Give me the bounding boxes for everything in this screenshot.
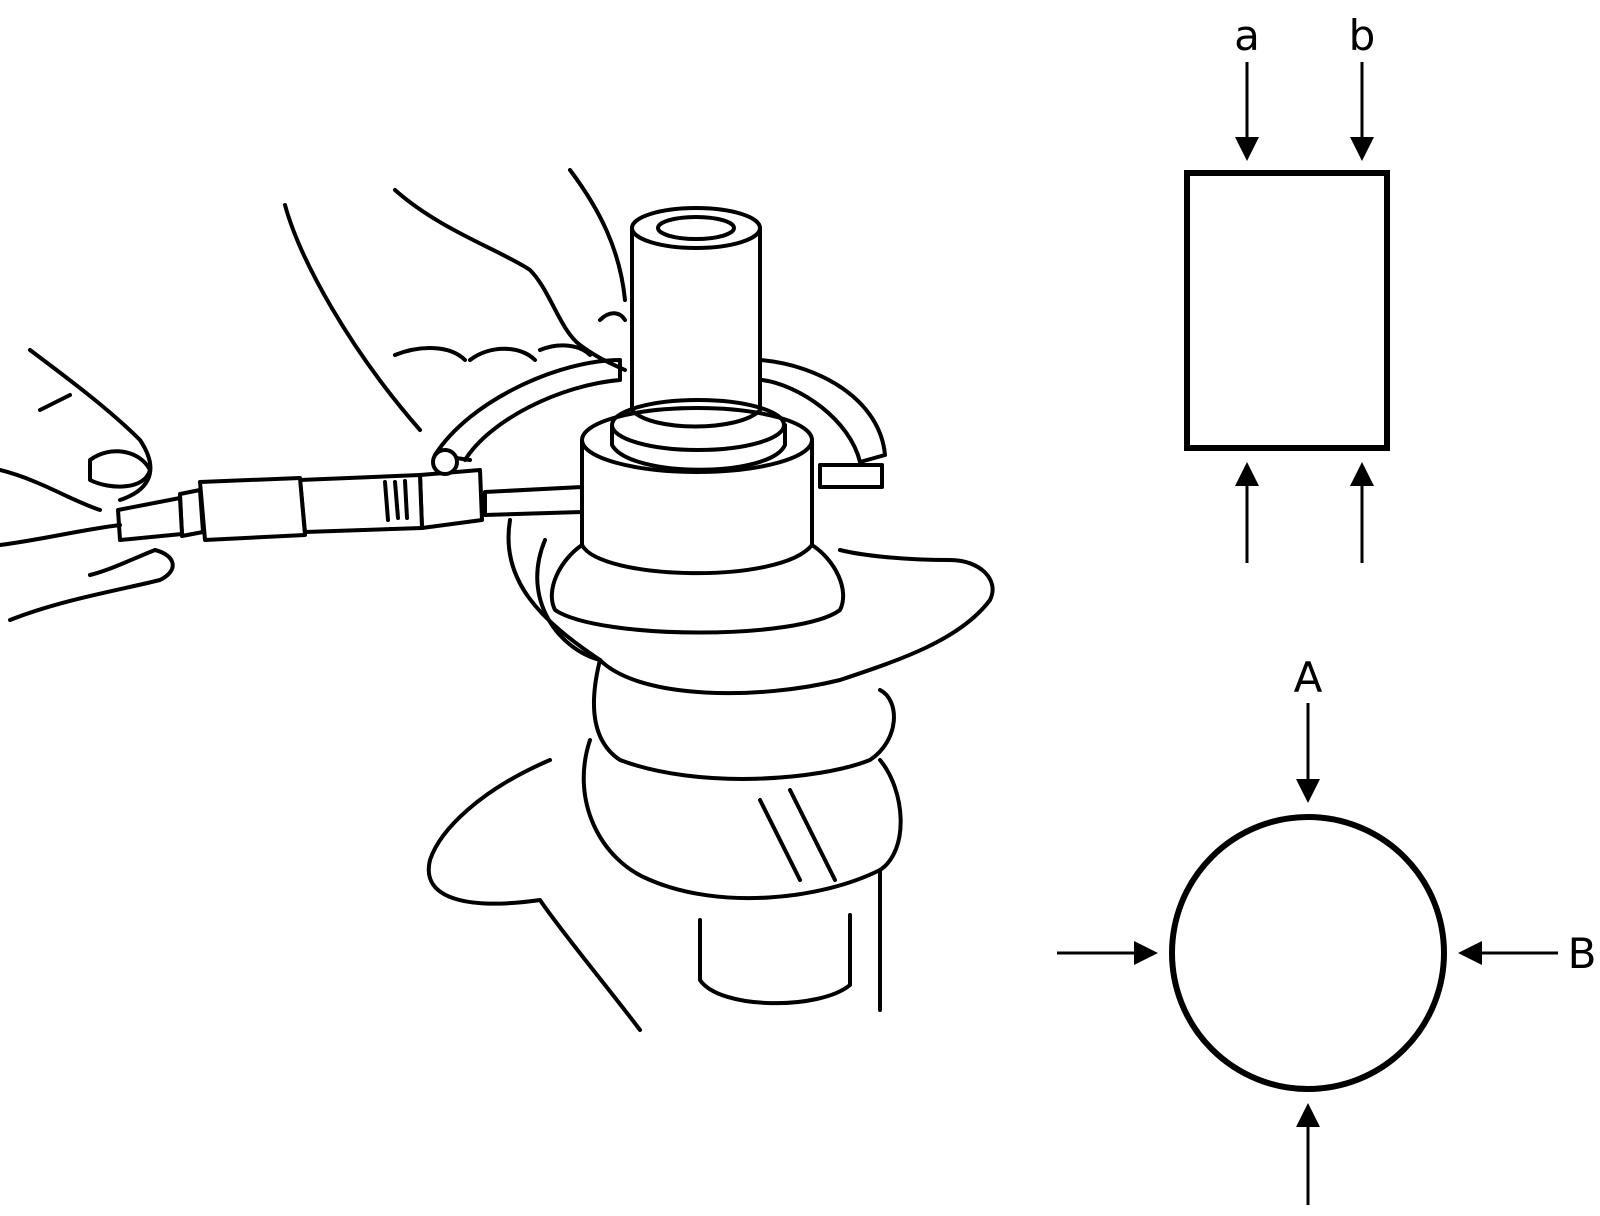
crankshaft-body [426, 518, 995, 1032]
label-position-b: b [1349, 11, 1376, 60]
journal-cross-section [1169, 814, 1447, 1092]
measuring-position-diagram: a b [1184, 11, 1390, 563]
micrometer-measurement-illustration [0, 168, 995, 1032]
label-position-a: a [1234, 11, 1260, 60]
hand-left [0, 348, 175, 622]
hand-right [283, 168, 627, 432]
label-direction-A: A [1294, 653, 1323, 702]
measuring-direction-diagram: A B [1057, 653, 1596, 1205]
micrometer-spindle [483, 485, 584, 517]
micrometer-anvil [818, 463, 884, 489]
micrometer-thimble [116, 448, 484, 542]
journal-side-view [1184, 170, 1390, 451]
crankshaft-journal [549, 206, 846, 635]
label-direction-B: B [1568, 929, 1597, 978]
